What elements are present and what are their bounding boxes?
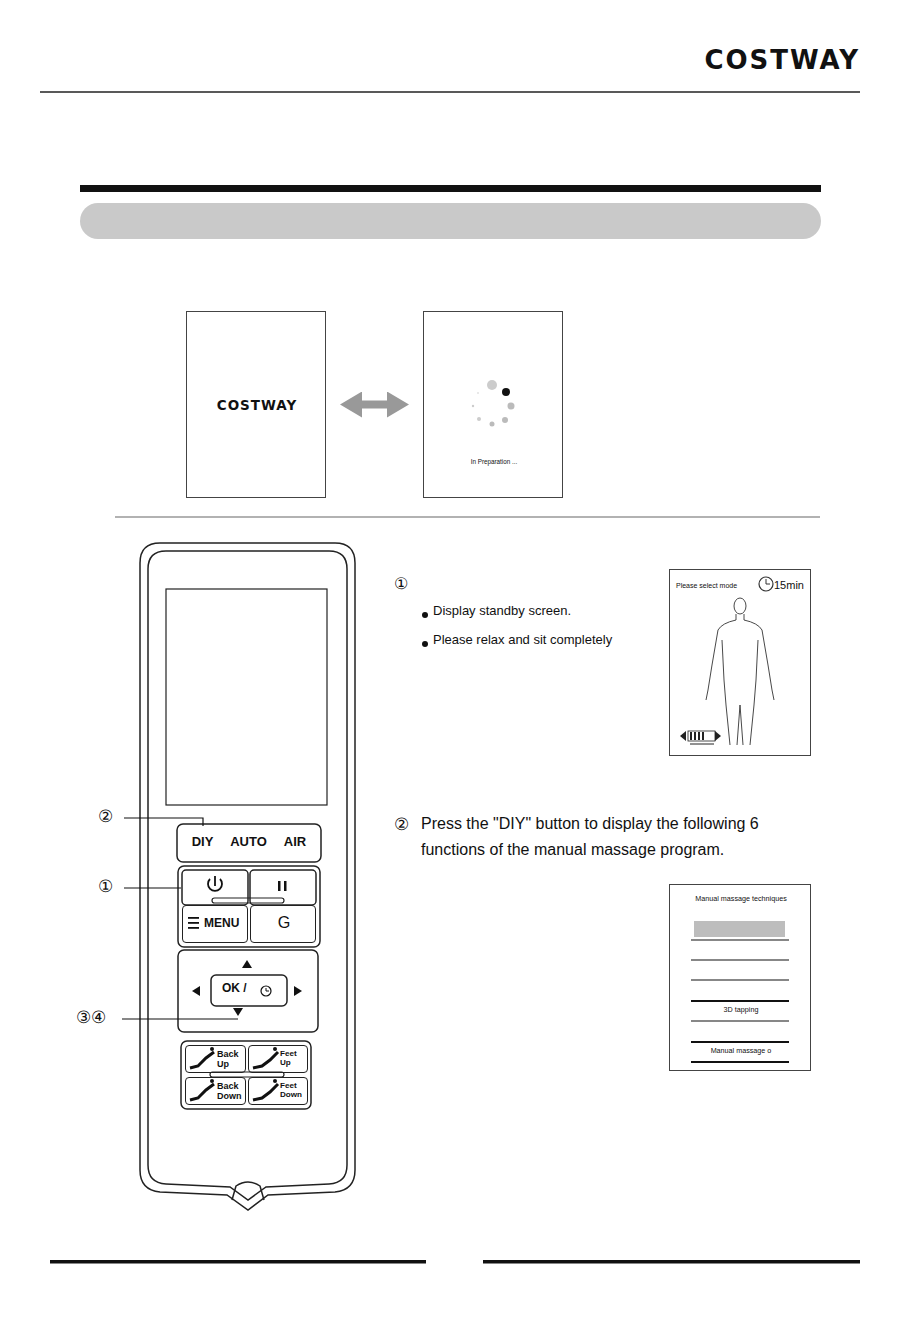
footer-rule xyxy=(50,1260,426,1264)
header-rule xyxy=(40,91,860,93)
node-text: AIR xyxy=(272,835,318,850)
button: Back Up xyxy=(185,1045,246,1073)
callout-number: ③④ xyxy=(76,1004,120,1031)
spinner xyxy=(472,380,515,427)
section-bar xyxy=(80,185,821,192)
node-text: MENU xyxy=(204,917,248,931)
node-text: Back Up xyxy=(217,1049,246,1070)
node-text: 3D tapping xyxy=(670,1006,812,1014)
screen-display: Manual massage techniques 3D tappingManua… xyxy=(669,884,811,1071)
screen-display: COSTWAY xyxy=(186,311,326,498)
node-text: Manual massage techniques xyxy=(670,895,812,903)
node-text: AUTO xyxy=(225,835,272,850)
button: AIR xyxy=(272,827,318,859)
separator xyxy=(115,516,820,518)
node-text: OK / xyxy=(222,982,262,996)
callout-number: ① xyxy=(394,571,418,597)
node-text: Please select mode xyxy=(676,582,766,590)
button: G xyxy=(250,905,316,943)
node-text: DIY xyxy=(180,835,225,850)
clock-icon xyxy=(759,577,773,591)
bullet xyxy=(422,641,428,647)
node-text: COSTWAY xyxy=(187,398,327,414)
button: AUTO xyxy=(225,827,272,859)
node-text: 15min xyxy=(774,579,810,592)
button: OK / xyxy=(215,978,283,1003)
menu-rows xyxy=(691,921,789,1062)
node-text: Feet Down xyxy=(280,1081,309,1100)
brand-logo: COSTWAY xyxy=(660,46,860,75)
slider-icon xyxy=(680,731,721,744)
button: MENU xyxy=(182,905,248,943)
callout-number: ② xyxy=(394,811,418,838)
button: Feet Up xyxy=(248,1045,308,1073)
node-text: In Preparation ... xyxy=(424,458,564,465)
instruction-text: Press the "DIY" button to display the fo… xyxy=(421,811,793,862)
button: Back Down xyxy=(185,1077,246,1105)
section-band xyxy=(80,203,821,239)
node-text: Feet Up xyxy=(280,1049,309,1068)
remote-body xyxy=(140,543,355,1210)
bullet xyxy=(422,612,428,618)
node-text: Manual massage o xyxy=(670,1047,812,1055)
double-arrow xyxy=(358,401,391,409)
button: DIY xyxy=(180,827,225,859)
instruction-text: Display standby screen. xyxy=(433,601,673,622)
screen-display: In Preparation ... xyxy=(423,311,563,498)
callout-number: ② xyxy=(98,803,122,830)
button: Feet Down xyxy=(248,1077,308,1105)
instruction-text: Please relax and sit completely xyxy=(433,630,673,651)
node-text: Back Down xyxy=(217,1081,246,1102)
callout-number: ① xyxy=(98,873,122,900)
clock-icon xyxy=(766,579,770,584)
screen-display: Please select mode 15min xyxy=(669,569,811,756)
footer-rule xyxy=(483,1260,860,1264)
node-text: G xyxy=(251,913,317,932)
body-figure xyxy=(706,598,774,745)
